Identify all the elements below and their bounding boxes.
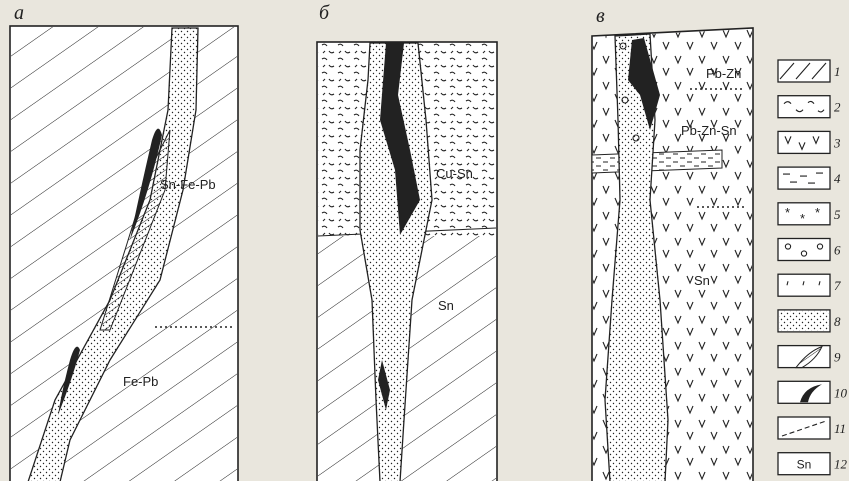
legend-number: 7 — [834, 278, 841, 293]
legend-item-3: 3 — [778, 131, 841, 153]
legend-number: 10 — [834, 385, 848, 400]
legend-item-1: 1 — [778, 60, 841, 82]
legend-swatch — [778, 417, 830, 439]
legend-swatch-mark: * — [785, 205, 790, 220]
panel-c-label-middle: Pb-Zn-Sn — [681, 123, 737, 138]
legend-swatch — [778, 167, 830, 189]
panel-a: а Sn-Fe-Pb Fe-Pb — [10, 2, 238, 481]
panel-c-letter: в — [596, 5, 605, 27]
legend-swatch — [778, 239, 830, 261]
legend-item-9: 9 — [778, 346, 841, 368]
legend-number: 2 — [834, 100, 841, 115]
legend-number: 12 — [834, 457, 848, 472]
legend-number: 4 — [834, 171, 841, 186]
panel-a-label-upper: Sn-Fe-Pb — [160, 177, 216, 192]
legend-item-2: 2 — [778, 96, 841, 118]
legend-item-5: * * * 5 — [778, 203, 841, 226]
legend-swatch-mark: * — [815, 205, 820, 220]
legend-item-7: 7 — [778, 274, 841, 296]
legend-item-10: 10 — [778, 381, 848, 403]
legend-swatch-mark: * — [800, 211, 805, 226]
legend-number: 1 — [834, 64, 841, 79]
panel-c-label-bottom: Sn — [694, 273, 710, 288]
legend-number: 6 — [834, 243, 841, 258]
legend-swatch — [778, 96, 830, 118]
panel-b-label-upper: Cu-Sn — [436, 166, 473, 181]
panel-b-label-lower: Sn — [438, 298, 454, 313]
legend-number: 8 — [834, 314, 841, 329]
panel-c: в Pb-Zn Pb-Zn-Sn Sn — [592, 5, 753, 481]
legend-swatch — [778, 60, 830, 82]
legend-swatch — [778, 131, 830, 153]
legend-item-4: 4 — [778, 167, 841, 189]
panel-c-label-top: Pb-Zn — [706, 66, 741, 81]
legend-number: 9 — [834, 350, 841, 365]
legend-swatch-text: Sn — [797, 458, 812, 472]
legend-item-6: 6 — [778, 239, 841, 261]
panel-b: б Cu-Sn Sn — [317, 2, 497, 481]
legend-item-11: 11 — [778, 417, 846, 439]
panel-a-label-lower: Fe-Pb — [123, 374, 158, 389]
legend-item-12: Sn 12 — [778, 453, 848, 475]
legend-number: 5 — [834, 207, 841, 222]
legend-number: 11 — [834, 421, 846, 436]
panel-a-letter: а — [14, 2, 24, 24]
panel-b-letter: б — [319, 2, 330, 24]
legend-swatch-mark — [779, 311, 829, 331]
legend-item-8: 8 — [778, 310, 841, 332]
legend-number: 3 — [833, 135, 841, 150]
legend-swatch — [778, 274, 830, 296]
